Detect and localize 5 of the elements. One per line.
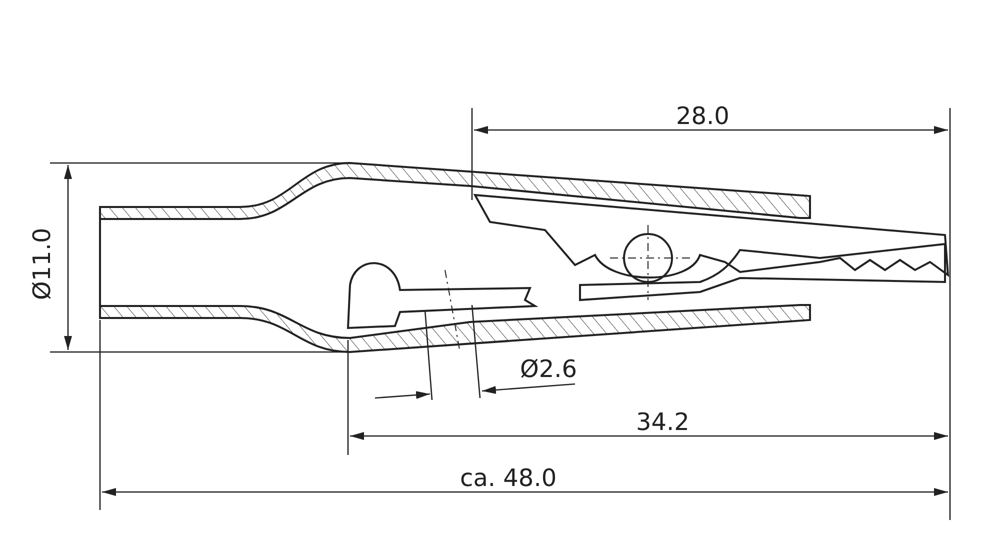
dimension-label: Ø11.0 [30, 228, 54, 300]
dimension-label: 34.2 [636, 410, 690, 434]
dimension-label: ca. 48.0 [460, 466, 557, 490]
dimension-label: 28.0 [676, 104, 730, 128]
dimension-label: Ø2.6 [520, 357, 578, 381]
